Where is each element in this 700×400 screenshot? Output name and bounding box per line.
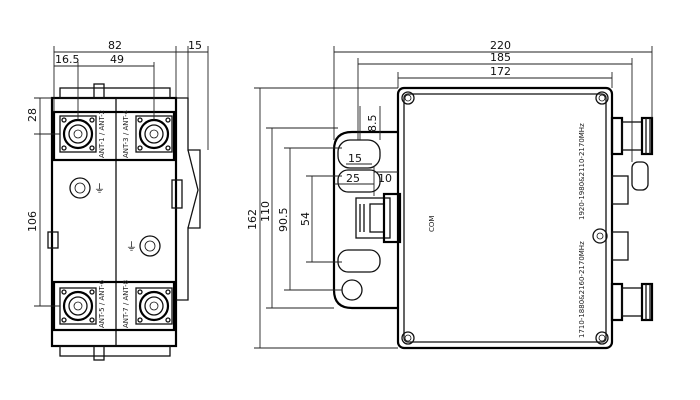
dim-8-5: 8.5 xyxy=(366,115,379,133)
side-mount-flange xyxy=(332,130,398,310)
dim-15-side: 15 xyxy=(348,152,362,165)
front-side-bracket-break xyxy=(187,149,199,229)
front-top-tab xyxy=(93,83,105,99)
dim-25: 25 xyxy=(346,172,360,185)
dim-220: 220 xyxy=(490,39,511,52)
dim-10: 10 xyxy=(378,172,392,185)
side-housing-inner xyxy=(403,93,607,343)
front-dimensions: 82 49 16.5 15 28 106 xyxy=(26,39,209,307)
dim-28: 28 xyxy=(26,108,39,122)
port-label-bottom-left: ANT-5 / ANT-6 xyxy=(98,279,106,328)
dim-110: 110 xyxy=(259,201,272,222)
ground-screw-upper: ⏚ xyxy=(69,177,105,199)
front-top-connector-plate xyxy=(52,110,176,162)
port-label-top-left: ANT-1 / ANT-2 xyxy=(98,110,106,158)
band-label-bottom: 1710-1880&2160-2170MHz xyxy=(578,241,586,338)
side-view: COM 1920-1980&2110-2170MHz 1710-1880&216… xyxy=(246,39,654,350)
com-connector xyxy=(355,192,402,244)
band-label-top: 1920-1980&2110-2170MHz xyxy=(578,123,586,220)
side-connector-bottom xyxy=(610,282,654,322)
front-view: ANT-1 / ANT-2 ANT-3 / ANT-4 ANT-5 / ANT-… xyxy=(26,39,209,361)
front-connector-top-right xyxy=(135,115,173,153)
dim-162: 162 xyxy=(246,209,259,230)
side-right-slot xyxy=(631,161,649,191)
port-label-bottom-right: ANT-7 / ANT-8 xyxy=(122,280,130,328)
port-label-top-right: ANT-3 / ANT-4 xyxy=(122,109,130,158)
front-left-clip xyxy=(47,231,59,249)
ground-icon: ⏚ xyxy=(94,182,105,195)
front-bottom-flange xyxy=(59,345,171,357)
mount-slot-2 xyxy=(337,169,381,193)
side-connector-top xyxy=(610,116,654,156)
mount-slot-3 xyxy=(337,249,381,273)
ground-icon-lower: ⏚ xyxy=(126,240,137,253)
dim-15: 15 xyxy=(188,39,202,52)
side-housing xyxy=(396,86,614,350)
side-dimensions: 220 185 172 162 110 90.5 xyxy=(246,39,653,349)
mount-slot-1 xyxy=(337,139,381,169)
dim-106: 106 xyxy=(26,211,39,232)
front-top-flange xyxy=(59,87,171,99)
com-label: COM xyxy=(428,216,436,232)
front-connector-bottom-right xyxy=(135,287,173,325)
mount-hole xyxy=(341,279,363,301)
front-side-bracket xyxy=(176,97,201,301)
dim-82: 82 xyxy=(108,39,122,52)
dim-185: 185 xyxy=(490,51,511,64)
front-bottom-tab xyxy=(93,345,105,361)
ground-screw-lower: ⏚ xyxy=(126,235,161,257)
dim-54: 54 xyxy=(299,212,312,226)
front-side-clip xyxy=(171,179,183,209)
front-connector-bottom-left xyxy=(59,287,97,325)
housing-corner-screws xyxy=(401,91,609,345)
dim-172: 172 xyxy=(490,65,511,78)
front-connector-top-left xyxy=(59,115,97,153)
dim-49: 49 xyxy=(110,53,124,66)
side-connector-mid xyxy=(592,175,629,261)
front-bottom-connector-plate xyxy=(52,280,176,332)
dim-90-5: 90.5 xyxy=(277,208,290,233)
dim-16-5: 16.5 xyxy=(55,53,80,66)
